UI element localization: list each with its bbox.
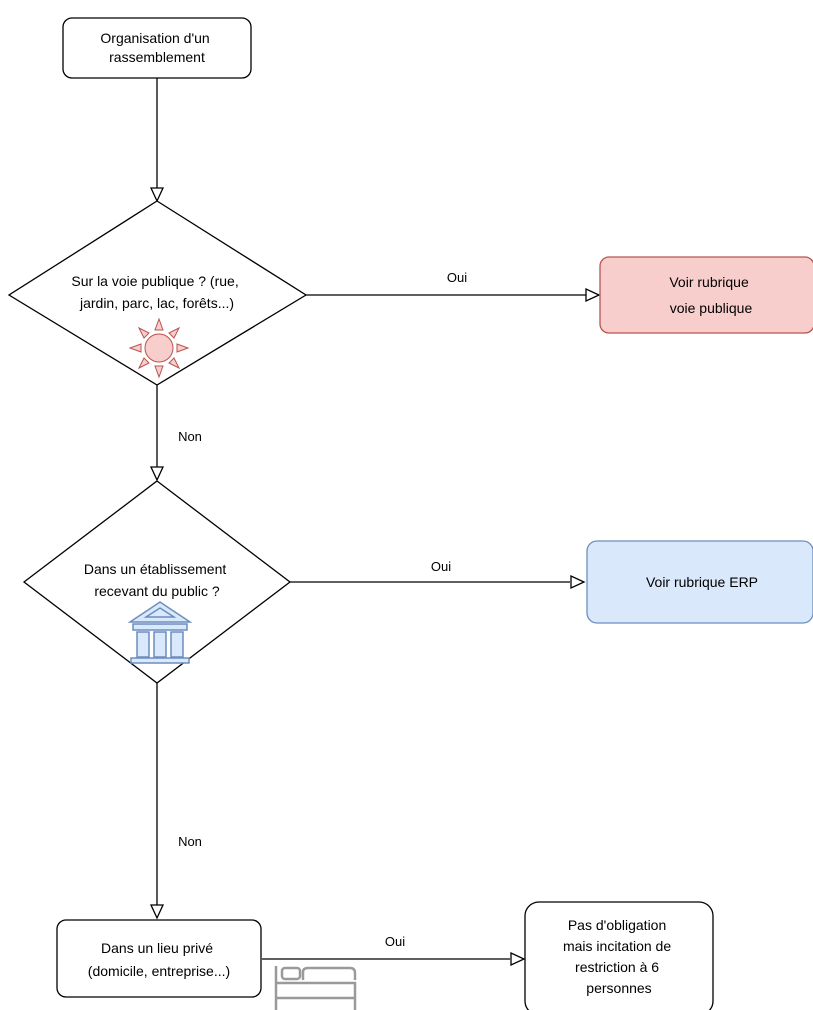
bed-icon bbox=[274, 966, 357, 1010]
arrowhead-private-yes bbox=[510, 951, 526, 967]
svg-text:Organisation d'un rassem: Organisation d'un rassemblement bbox=[100, 30, 213, 65]
svg-text:Voir rubrique ERP: Voir rubrique ERP bbox=[646, 574, 758, 590]
result-public-road-line-1: Voir rubrique bbox=[669, 274, 749, 290]
arrowhead-start-to-decision-public bbox=[149, 187, 165, 203]
svg-text:Sur la voie publique ? (rue,: Sur la voie publique ? (rue, jardin, par… bbox=[71, 273, 242, 311]
result-public-road-line-2: voie publique bbox=[670, 300, 753, 316]
decision-erp-line-1: Dans un établissement bbox=[84, 561, 227, 577]
result-public-road: Voir rubrique voie publique bbox=[599, 256, 813, 334]
result-erp: Voir rubrique ERP bbox=[586, 540, 813, 624]
svg-text:Dans un lieu privé (domi: Dans un lieu privé (domicile, entreprise… bbox=[88, 940, 230, 979]
edge-label-public-no: Non bbox=[178, 429, 202, 444]
decision-erp-line-2: recevant du public ? bbox=[94, 583, 220, 599]
svg-text:Pas d'obligation mais in: Pas d'obligation mais incitation de rest… bbox=[563, 917, 675, 996]
decision-erp: Dans un établissement recevant du public… bbox=[22, 480, 292, 684]
arrowhead-erp-yes bbox=[570, 574, 586, 590]
result-private-line-3: restriction à 6 bbox=[575, 959, 659, 975]
edge-label-erp-no: Non bbox=[178, 834, 202, 849]
result-private-line-2: mais incitation de bbox=[563, 938, 671, 954]
decision-public-road-line-1: Sur la voie publique ? (rue, bbox=[71, 273, 238, 289]
result-private-line-1: Pas d'obligation bbox=[568, 917, 666, 933]
sun-icon bbox=[128, 317, 190, 379]
svg-text:Voir rubrique voie publi: Voir rubrique voie publique bbox=[669, 274, 752, 316]
decision-public-road-line-2: jardin, parc, lac, forêts...) bbox=[79, 295, 234, 311]
svg-text:Dans un établissement re: Dans un établissement recevant du public… bbox=[84, 561, 230, 599]
arrowhead-erp-no bbox=[149, 904, 165, 920]
decision-public-road: Sur la voie publique ? (rue, jardin, par… bbox=[7, 200, 308, 386]
private-place-line-1: Dans un lieu privé bbox=[101, 940, 213, 956]
edge-label-erp-yes: Oui bbox=[431, 559, 451, 574]
arrowhead-public-no bbox=[149, 466, 165, 482]
start-node-line-1: Organisation d'un bbox=[100, 30, 209, 46]
private-place-line-2: (domicile, entreprise...) bbox=[88, 963, 230, 979]
arrowhead-public-yes bbox=[585, 287, 601, 303]
edge-label-private-yes: Oui bbox=[385, 934, 405, 949]
edge-label-public-yes: Oui bbox=[447, 270, 467, 285]
result-private-line-4: personnes bbox=[586, 980, 651, 996]
result-private: Pas d'obligation mais incitation de rest… bbox=[524, 901, 714, 1010]
public-building-icon bbox=[127, 601, 193, 664]
result-erp-line-1: Voir rubrique ERP bbox=[646, 574, 758, 590]
private-place-node: Dans un lieu privé (domicile, entreprise… bbox=[56, 919, 262, 998]
start-node: Organisation d'un rassemblement bbox=[62, 17, 252, 79]
start-node-line-2: rassemblement bbox=[109, 49, 205, 65]
